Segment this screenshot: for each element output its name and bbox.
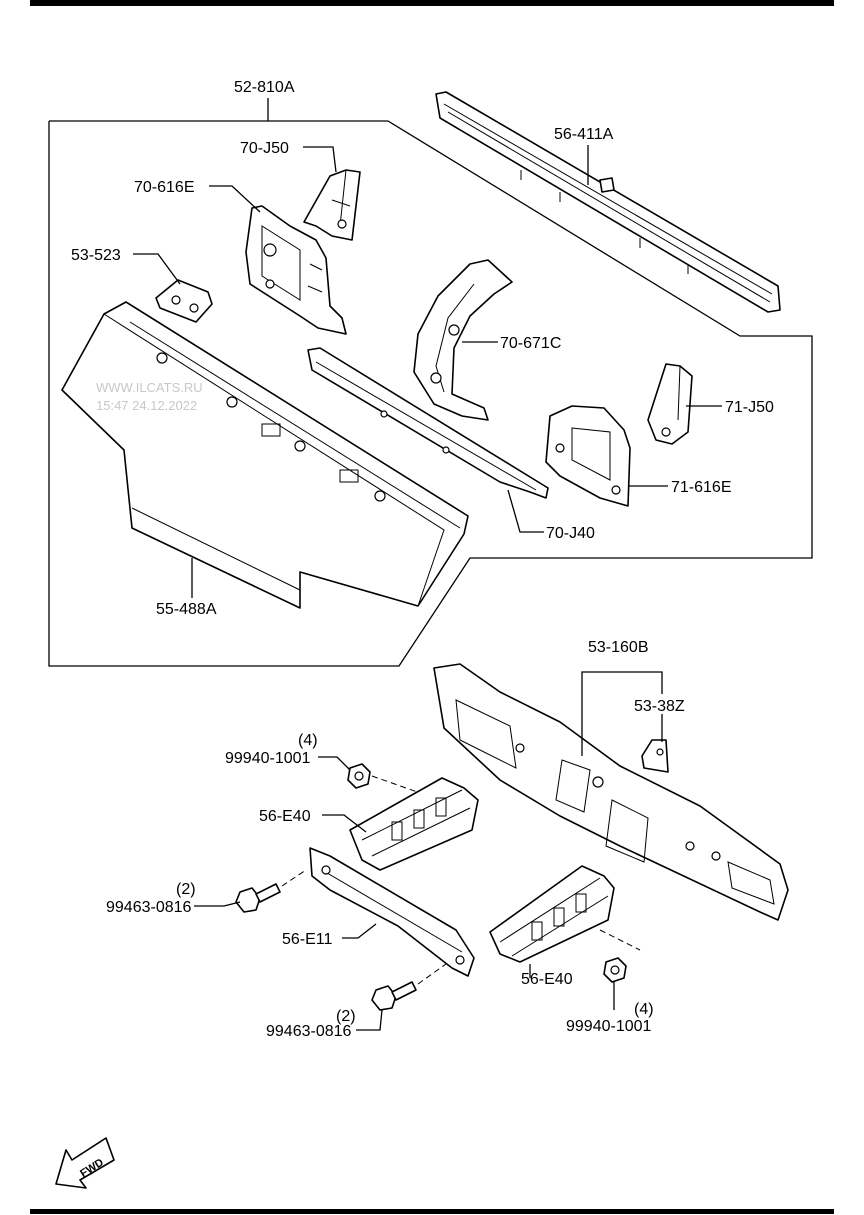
watermark-url: WWW.ILCATS.RU: [96, 380, 203, 395]
part-bolt-99463-lower[interactable]: [371, 981, 417, 1011]
label-55-488A[interactable]: 55-488A: [156, 601, 217, 618]
quantity-nut-left: (4): [298, 732, 318, 749]
part-53-160B[interactable]: [433, 663, 789, 921]
label-56-E40-left[interactable]: 56-E40: [259, 808, 311, 825]
part-71-J50[interactable]: [647, 363, 693, 445]
top-border: [30, 0, 834, 6]
part-70-J50[interactable]: [303, 169, 361, 241]
part-56-E40-right[interactable]: [489, 865, 615, 963]
label-99463-0816-upper[interactable]: 99463-0816: [106, 899, 192, 916]
part-70-616E[interactable]: [245, 205, 347, 335]
part-nut-99940-right[interactable]: [603, 957, 627, 983]
fwd-arrow-icon: FWD: [55, 1137, 115, 1189]
quantity-bolt-upper: (2): [176, 881, 196, 898]
label-70-616E[interactable]: 70-616E: [134, 179, 195, 196]
part-53-523[interactable]: [155, 279, 213, 323]
label-56-411A[interactable]: 56-411A: [554, 126, 614, 143]
quantity-bolt-lower: (2): [336, 1008, 356, 1025]
label-70-J40[interactable]: 70-J40: [546, 525, 595, 542]
part-53-38Z[interactable]: [641, 739, 669, 773]
part-71-616E[interactable]: [545, 405, 631, 507]
quantity-nut-right: (4): [634, 1001, 654, 1018]
label-53-160B[interactable]: 53-160B: [588, 639, 649, 656]
label-70-J50[interactable]: 70-J50: [240, 140, 289, 157]
bottom-border: [30, 1209, 834, 1214]
label-56-E11[interactable]: 56-E11: [282, 931, 333, 948]
part-56-E11[interactable]: [309, 847, 475, 977]
label-99940-1001-left[interactable]: 99940-1001: [225, 750, 311, 767]
part-56-E40-left[interactable]: [349, 777, 479, 871]
part-70-J40[interactable]: [307, 347, 549, 499]
label-70-671C[interactable]: 70-671C: [500, 335, 561, 352]
part-70-671C[interactable]: [413, 259, 513, 421]
label-52-810A[interactable]: 52-810A: [234, 79, 295, 96]
label-71-J50[interactable]: 71-J50: [725, 399, 774, 416]
part-bolt-99463-upper[interactable]: [235, 883, 281, 913]
label-71-616E[interactable]: 71-616E: [671, 479, 732, 496]
label-53-523[interactable]: 53-523: [71, 247, 121, 264]
label-99463-0816-lower[interactable]: 99463-0816: [266, 1023, 352, 1040]
label-53-38Z[interactable]: 53-38Z: [634, 698, 685, 715]
part-nut-99940-left[interactable]: [347, 763, 371, 789]
label-56-E40-right[interactable]: 56-E40: [521, 971, 573, 988]
label-99940-1001-right[interactable]: 99940-1001: [566, 1018, 652, 1035]
watermark-timestamp: 15:47 24.12.2022: [96, 398, 197, 413]
assembly-outline: [48, 120, 813, 667]
part-55-488A[interactable]: [61, 301, 469, 609]
part-56-411A[interactable]: [435, 91, 781, 313]
